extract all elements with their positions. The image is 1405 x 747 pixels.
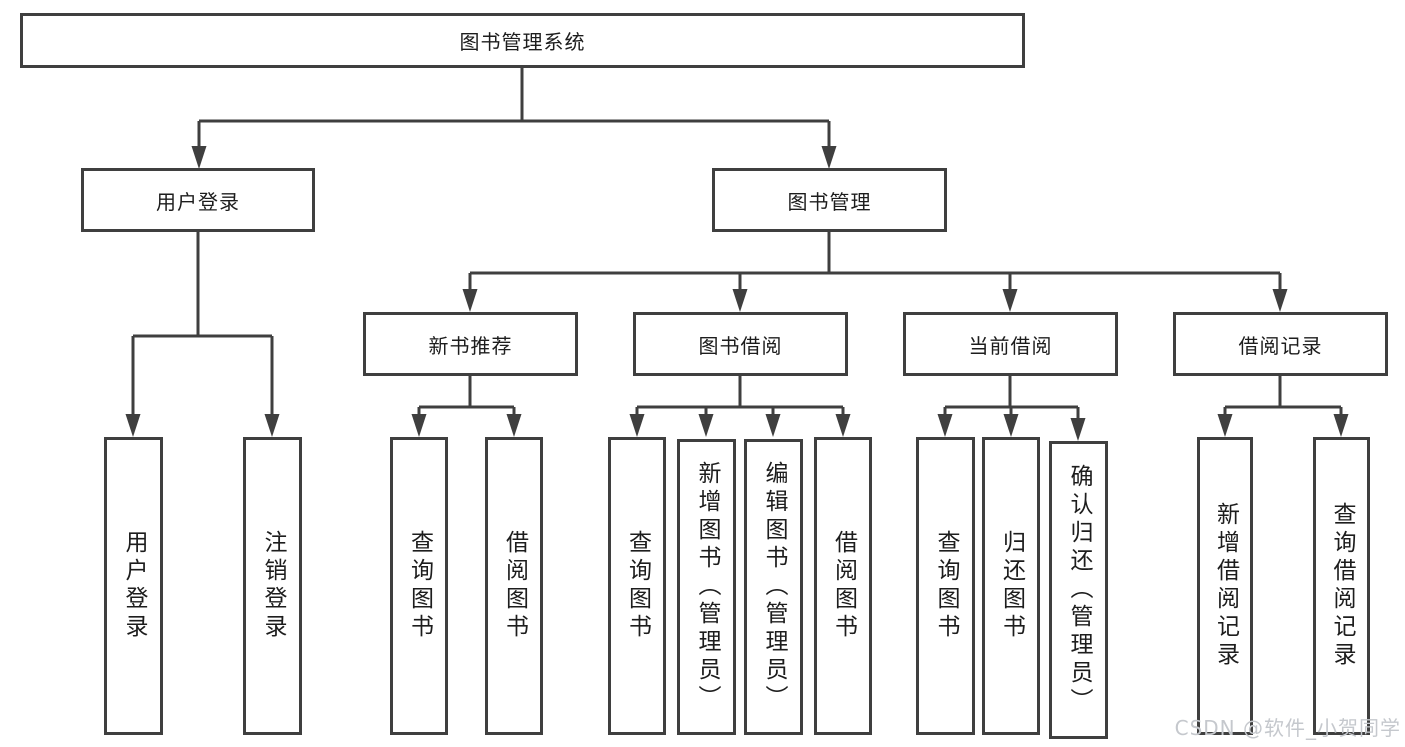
node-user-login: 用户登录: [81, 168, 315, 232]
node-borrow-records-label: 借阅记录: [1238, 333, 1323, 358]
arrowhead: [835, 414, 851, 437]
leaf-query-books-borrow: 查询图书: [608, 437, 666, 735]
leaf-user-login: 用户登录: [104, 437, 163, 735]
node-new-book-recommend: 新书推荐: [363, 312, 578, 376]
leaf-edit-books-admin: 编辑图书（管理员）: [744, 439, 803, 735]
arrowhead: [732, 289, 748, 312]
leaf-edit-books-admin-label: 编辑图书（管理员）: [761, 461, 787, 713]
leaf-query-borrow-record: 查询借阅记录: [1313, 437, 1370, 735]
leaf-borrow-books-label: 借阅图书: [830, 530, 857, 642]
arrowhead: [125, 414, 141, 437]
leaf-return-books: 归还图书: [982, 437, 1040, 735]
leaf-add-borrow-record: 新增借阅记录: [1197, 437, 1253, 735]
connector-current-borrow: [937, 376, 1086, 441]
node-book-management: 图书管理: [712, 168, 947, 232]
node-book-borrow: 图书借阅: [633, 312, 848, 376]
arrowhead: [1217, 414, 1233, 437]
leaf-confirm-return-admin-label: 确认归还（管理员）: [1066, 464, 1092, 716]
connector-root: [191, 68, 837, 169]
arrowhead: [1002, 289, 1018, 312]
arrowhead: [1070, 418, 1086, 441]
connector-user-login: [125, 232, 280, 437]
node-root-label: 图书管理系统: [459, 30, 586, 54]
leaf-query-borrow-record-label: 查询借阅记录: [1329, 502, 1355, 670]
leaf-borrow-books-recommend-label: 借阅图书: [501, 530, 528, 642]
leaf-logout: 注销登录: [243, 437, 302, 735]
node-book-management-label: 图书管理: [787, 189, 872, 214]
arrowhead: [821, 146, 837, 169]
arrowhead: [411, 414, 427, 437]
leaf-query-books-borrow-label: 查询图书: [624, 530, 651, 642]
node-current-borrow-label: 当前借阅: [968, 333, 1053, 358]
leaf-add-borrow-record-label: 新增借阅记录: [1212, 502, 1239, 670]
leaf-return-books-label: 归还图书: [998, 530, 1025, 642]
node-book-borrow-label: 图书借阅: [698, 333, 783, 358]
csdn-watermark: CSDN @软件_小贺同学: [1174, 716, 1401, 740]
leaf-query-books-recommend: 查询图书: [390, 437, 448, 735]
leaf-user-login-label: 用户登录: [121, 530, 147, 642]
leaf-add-books-admin: 新增图书（管理员）: [677, 439, 736, 735]
node-user-login-label: 用户登录: [156, 189, 240, 214]
connector-new-book-recommend: [411, 376, 522, 437]
node-root: 图书管理系统: [20, 13, 1025, 68]
arrowhead: [506, 414, 522, 437]
node-current-borrow: 当前借阅: [903, 312, 1118, 376]
leaf-query-books-current-label: 查询图书: [933, 530, 959, 642]
arrowhead: [1003, 414, 1019, 437]
connector-book-management: [462, 232, 1288, 312]
leaf-confirm-return-admin: 确认归还（管理员）: [1049, 441, 1108, 739]
arrowhead: [698, 414, 714, 437]
leaf-query-books-recommend-label: 查询图书: [406, 530, 433, 642]
arrowhead: [765, 414, 781, 437]
arrowhead: [937, 414, 953, 437]
arrowhead: [629, 414, 645, 437]
leaf-add-books-admin-label: 新增图书（管理员）: [694, 461, 720, 713]
node-borrow-records: 借阅记录: [1173, 312, 1388, 376]
connector-book-borrow: [629, 376, 851, 437]
leaf-borrow-books: 借阅图书: [814, 437, 872, 735]
arrowhead: [264, 414, 280, 437]
arrowhead: [191, 146, 207, 169]
node-new-book-recommend-label: 新书推荐: [428, 333, 513, 358]
leaf-borrow-books-recommend: 借阅图书: [485, 437, 543, 735]
arrowhead: [1272, 289, 1288, 312]
arrowhead: [462, 289, 478, 312]
leaf-logout-label: 注销登录: [260, 530, 286, 642]
arrowhead: [1333, 414, 1349, 437]
leaf-query-books-current: 查询图书: [916, 437, 975, 735]
connector-borrow-records: [1217, 376, 1349, 437]
